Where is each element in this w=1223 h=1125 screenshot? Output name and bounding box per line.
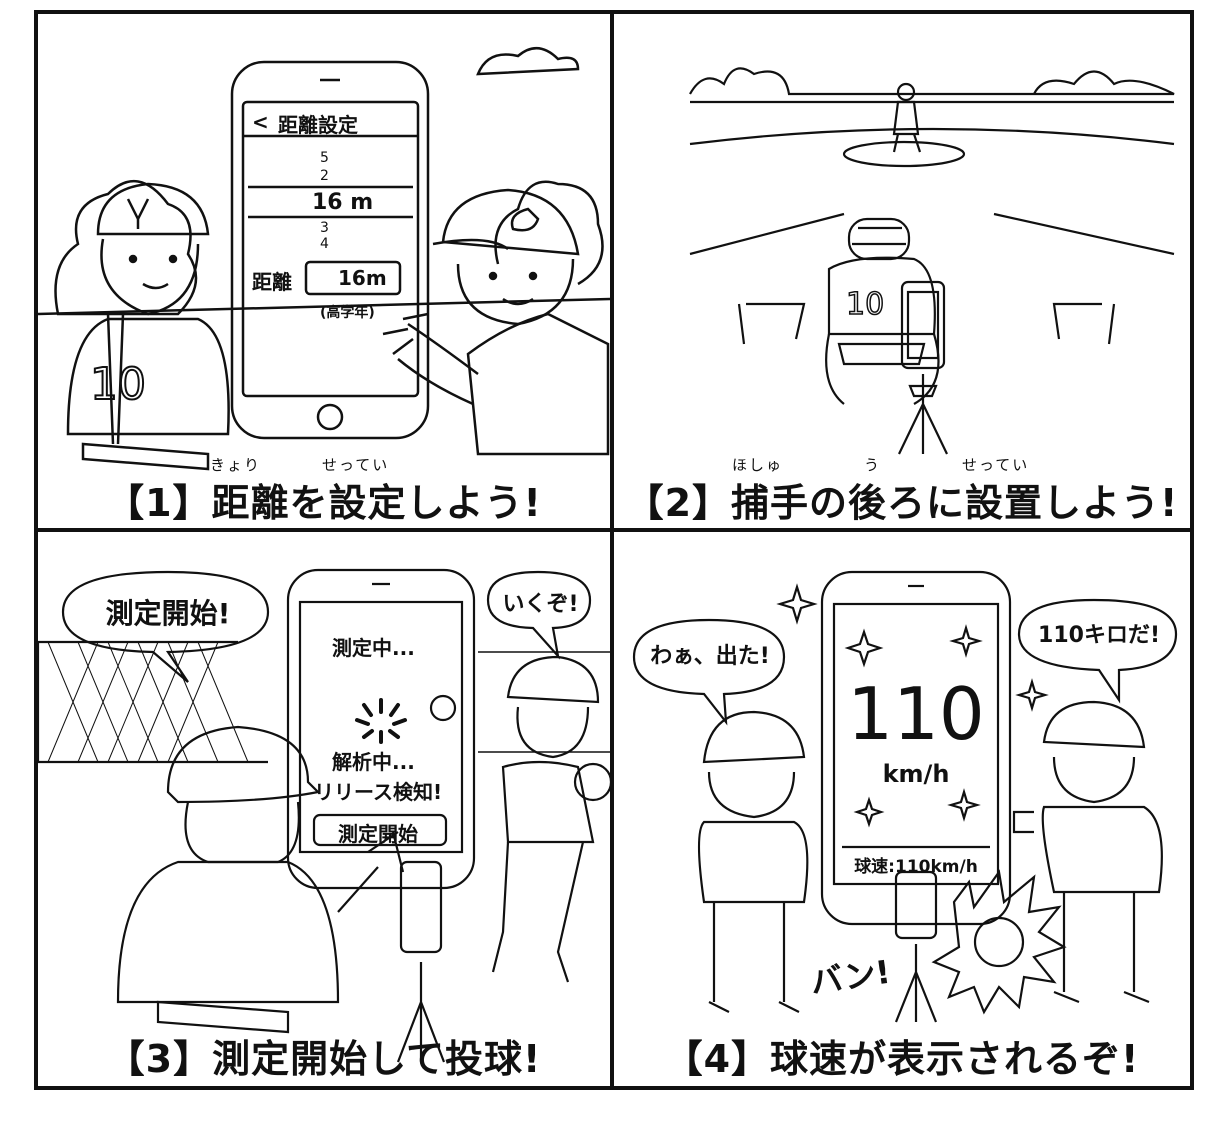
panel-4-illustration <box>632 570 1178 1023</box>
distance-note: (高学年) <box>320 305 375 321</box>
panel-1-caption: 【1】距離を設定しよう! <box>106 481 542 525</box>
release-detected-status: リリース検知! <box>314 780 443 804</box>
ruby-u: う <box>864 456 882 474</box>
ruby-hoshu: ほしゅ <box>732 456 784 474</box>
panel-2: 10 ほしゅ う せってい 【2】捕手の後ろに設置しよう! <box>610 10 1194 532</box>
phone-back-icon[interactable]: < <box>252 110 269 134</box>
wheel-item[interactable]: 5 <box>320 150 329 166</box>
phone-screen-title: 距離設定 <box>278 113 358 137</box>
wheel-selected-item[interactable]: 16 m <box>312 190 374 215</box>
panel-4-caption: 【4】球速が表示されるぞ! <box>664 1037 1140 1081</box>
distance-value-field[interactable]: 16m <box>338 266 387 290</box>
wheel-item[interactable]: 3 <box>320 220 329 236</box>
speed-footer: 球速:110km/h <box>854 857 978 877</box>
panel-2-illustration: 10 <box>689 67 1175 455</box>
svg-text:10: 10 <box>90 359 146 410</box>
panel-1: 10 < 距離設定 5 2 16 m 3 4 距離 <box>34 10 614 532</box>
distance-label: 距離 <box>252 270 292 294</box>
measuring-status: 測定中... <box>332 636 415 660</box>
speed-unit: km/h <box>882 760 950 788</box>
start-measurement-button[interactable]: 測定開始 <box>338 822 418 846</box>
ruby-settei: せってい <box>962 456 1030 474</box>
svg-text:10: 10 <box>846 287 884 322</box>
wheel-item[interactable]: 4 <box>320 236 329 252</box>
speed-value: 110 <box>847 672 985 756</box>
speech-bubble-wow: わぁ、出た! <box>650 644 770 669</box>
panel-3: 測定開始! いくぞ! 測定中... 解析中... リリース検知! 測定開始 【3… <box>34 528 614 1090</box>
speech-bubble-go: いくぞ! <box>502 592 579 617</box>
speech-bubble-start: 測定開始! <box>105 597 231 630</box>
panel-4: わぁ、出た! 110キロだ! 110 km/h 球速:110km/h バン! 【… <box>610 528 1194 1090</box>
ruby-kyori: きょり <box>210 456 262 474</box>
panel-3-caption: 【3】測定開始して投球! <box>106 1037 542 1081</box>
ruby-settei: せってい <box>322 456 390 474</box>
analyzing-status: 解析中... <box>332 750 415 774</box>
panel-2-caption: 【2】捕手の後ろに設置しよう! <box>625 481 1179 525</box>
speech-bubble-110kilo: 110キロだ! <box>1038 623 1160 648</box>
panel-1-illustration: 10 <box>38 47 610 471</box>
wheel-item[interactable]: 2 <box>320 168 329 184</box>
panel-3-illustration <box>38 568 610 1063</box>
